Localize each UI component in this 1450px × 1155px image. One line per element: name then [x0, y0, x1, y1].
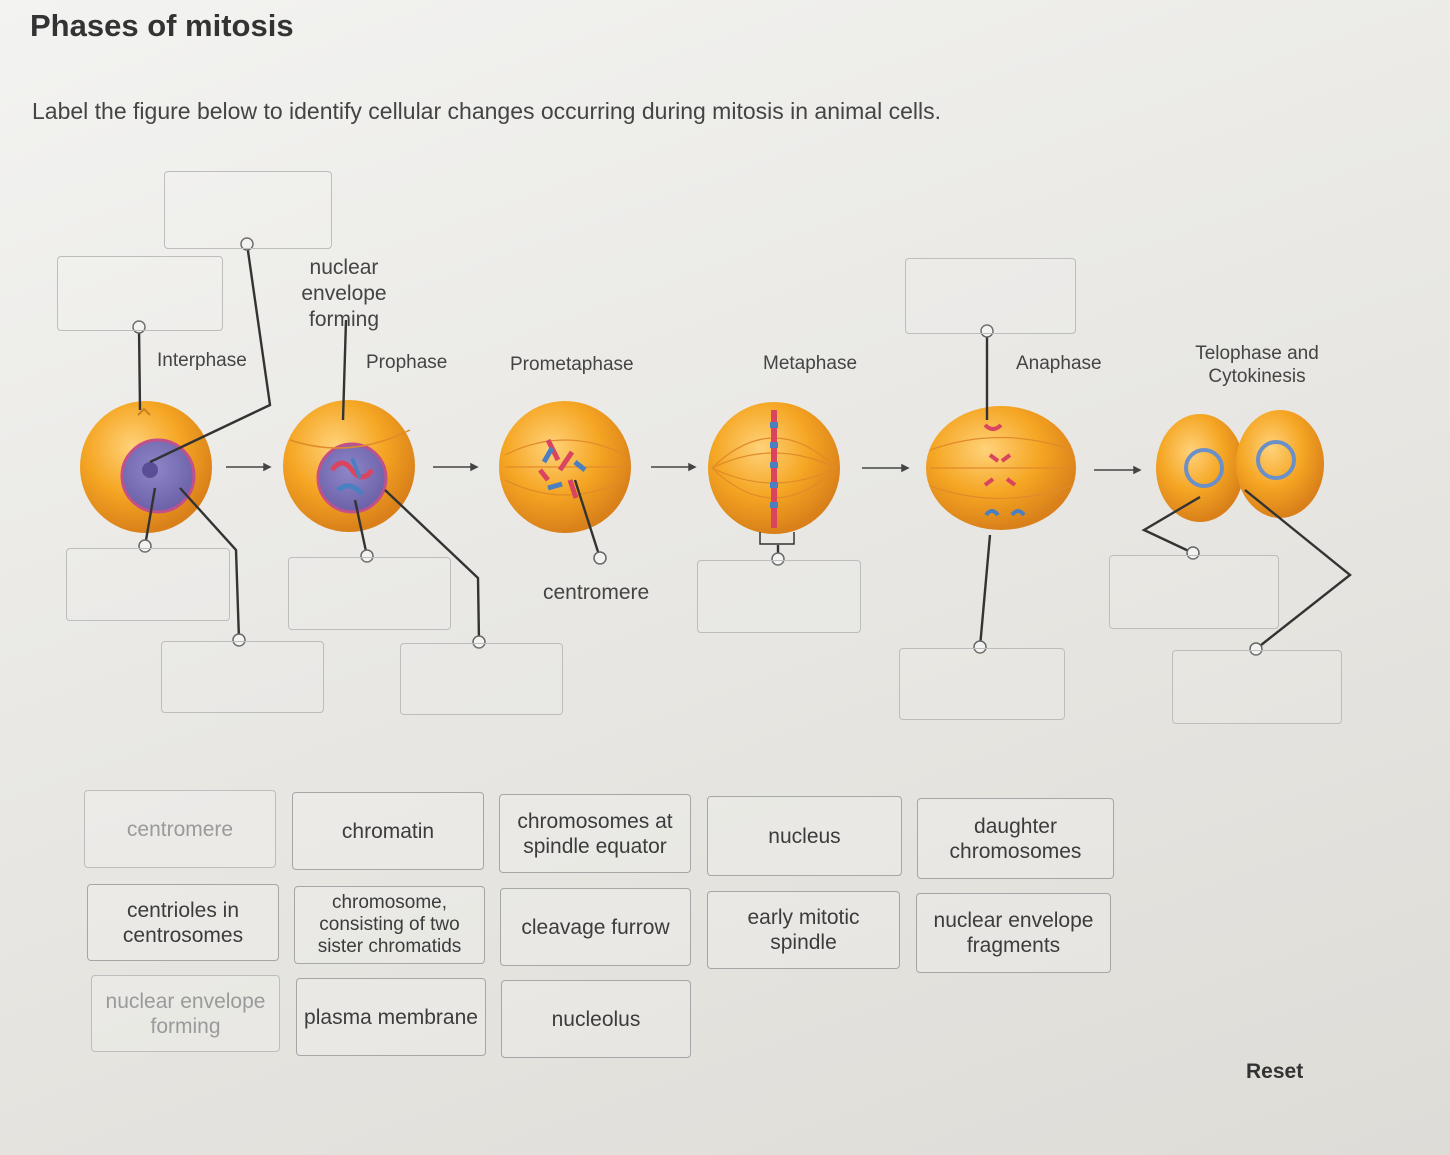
drop-target[interactable] — [400, 643, 563, 715]
chip-early-mitotic-spindle[interactable]: early mitotic spindle — [707, 891, 900, 969]
chip-chromosome-sister-chromatids[interactable]: chromosome, consisting of two sister chr… — [294, 886, 485, 964]
drop-target[interactable] — [66, 548, 230, 621]
placed-label-nuclear-envelope-forming[interactable]: nuclear envelope forming — [301, 256, 387, 331]
drop-target[interactable] — [57, 256, 223, 331]
chip-nuclear-envelope-forming[interactable]: nuclear envelope forming — [91, 975, 280, 1052]
chip-cleavage-furrow[interactable]: cleavage furrow — [500, 888, 691, 966]
reset-button[interactable]: Reset — [1246, 1060, 1304, 1083]
drop-target[interactable] — [899, 648, 1065, 720]
drop-target[interactable] — [905, 258, 1076, 334]
chip-plasma-membrane[interactable]: plasma membrane — [296, 978, 486, 1056]
stage-label-interphase: Interphase — [157, 350, 247, 371]
stage-label-anaphase: Anaphase — [1016, 353, 1102, 374]
metaphase-cell — [708, 402, 840, 545]
chip-nucleolus[interactable]: nucleolus — [501, 980, 691, 1058]
stage-label-metaphase: Metaphase — [763, 353, 858, 374]
drop-target[interactable] — [161, 641, 324, 713]
drop-target[interactable] — [288, 557, 451, 630]
chip-nucleus[interactable]: nucleus — [707, 796, 902, 876]
chip-nuclear-envelope-fragments[interactable]: nuclear envelope fragments — [916, 893, 1111, 973]
anaphase-cell — [926, 406, 1076, 530]
interphase-cell — [80, 401, 212, 533]
chip-centrioles-in-centrosomes[interactable]: centrioles in centrosomes — [87, 884, 279, 961]
stage-label-telophase: Telophase and Cytokinesis — [1195, 343, 1319, 387]
stage-label-prophase: Prophase — [366, 352, 448, 373]
prophase-cell — [283, 400, 415, 532]
leader-lines — [137, 243, 1352, 650]
prometaphase-cell — [499, 401, 631, 533]
telophase-cell — [1156, 410, 1324, 522]
instructions-text: Label the figure below to identify cellu… — [32, 98, 941, 124]
stage-label-prometaphase: Prometaphase — [510, 354, 634, 375]
chip-chromosomes-at-spindle-equator[interactable]: chromosomes at spindle equator — [499, 794, 691, 873]
chip-chromatin[interactable]: chromatin — [292, 792, 484, 870]
phase-arrows — [226, 462, 1142, 475]
page-title: Phases of mitosis — [30, 8, 294, 43]
drop-target[interactable] — [164, 171, 332, 249]
drop-target[interactable] — [1172, 650, 1342, 724]
placed-label-centromere[interactable]: centromere — [543, 581, 650, 604]
chip-centromere[interactable]: centromere — [84, 790, 276, 868]
drop-target[interactable] — [1109, 555, 1279, 629]
chip-daughter-chromosomes[interactable]: daughter chromosomes — [917, 798, 1114, 879]
drop-target[interactable] — [697, 560, 861, 633]
